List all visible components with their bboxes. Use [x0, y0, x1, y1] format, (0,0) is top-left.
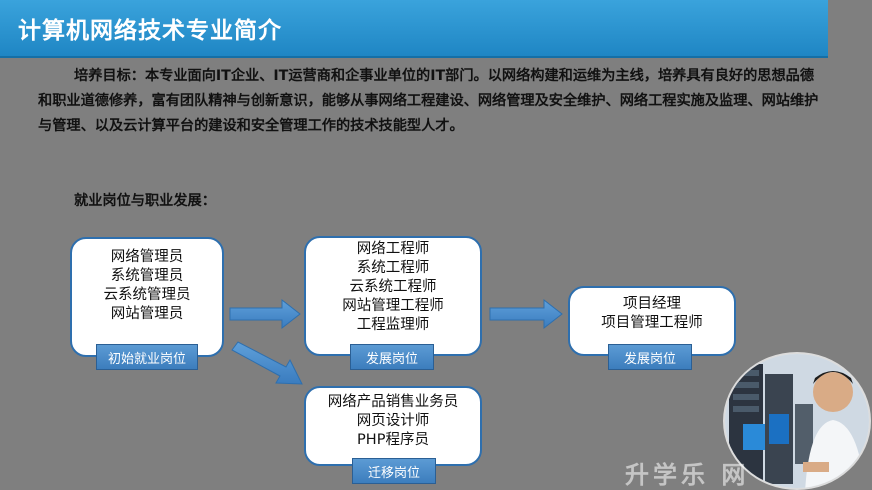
job-title: 网页设计师	[356, 412, 430, 429]
arrow-develop-to-manager	[489, 298, 563, 330]
training-goal-paragraph: 培养目标：本专业面向IT企业、IT运营商和企事业单位的IT部门。以网络构建和运维…	[38, 68, 819, 134]
job-title: 网站管理员	[110, 306, 184, 322]
job-title: 网络管理员	[110, 249, 184, 265]
job-title: 云系统管理员	[103, 287, 191, 303]
initial-jobs-box: 网络管理员 系统管理员 云系统管理员 网站管理员	[70, 237, 224, 357]
job-title: 项目经理	[623, 296, 681, 312]
job-title: 系统管理员	[110, 268, 184, 284]
job-title: 云系统工程师	[349, 278, 437, 295]
initial-jobs-tag: 初始就业岗位	[96, 344, 198, 370]
career-section-heading: 就业岗位与职业发展：	[74, 193, 216, 209]
technician-photo	[723, 352, 871, 490]
job-title: 网络工程师	[356, 240, 430, 257]
manager-jobs-tag: 发展岗位	[608, 344, 692, 370]
job-title: 项目管理工程师	[601, 315, 703, 331]
job-title: PHP程序员	[357, 431, 429, 448]
job-title: 系统工程师	[356, 259, 430, 276]
job-title: 工程监理师	[356, 316, 430, 333]
migrate-jobs-tag: 迁移岗位	[352, 458, 436, 484]
arrow-initial-to-develop	[229, 298, 301, 330]
title-bar: 计算机网络技术专业简介	[0, 0, 828, 58]
develop-jobs-tag: 发展岗位	[350, 344, 434, 370]
arrow-initial-to-migrate	[231, 341, 303, 385]
watermark-text: 升学乐 网	[625, 461, 750, 489]
job-title: 网站管理工程师	[342, 297, 444, 314]
page-title: 计算机网络技术专业简介	[18, 18, 282, 44]
migrate-jobs-box: 网络产品销售业务员 网页设计师 PHP程序员	[304, 386, 482, 466]
develop-jobs-box: 网络工程师 系统工程师 云系统工程师 网站管理工程师 工程监理师	[304, 236, 482, 356]
job-title: 网络产品销售业务员	[327, 393, 459, 410]
